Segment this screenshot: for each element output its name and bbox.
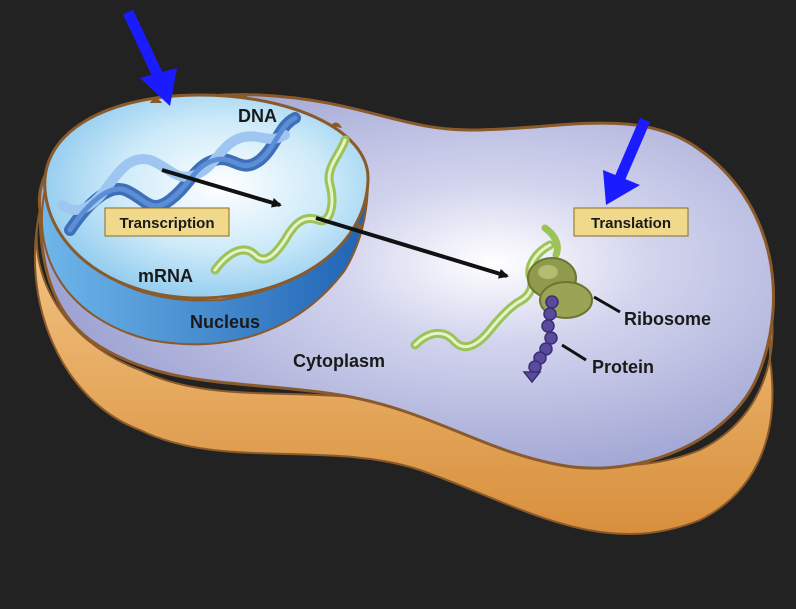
protein-label: Protein [592, 357, 654, 377]
cell-side [33, 209, 774, 535]
transcription-label: Transcription [119, 215, 214, 232]
blue-pointer-arrow-icon [603, 117, 651, 205]
black-flow-arrow-icon [161, 168, 282, 208]
protein-leader-line [561, 343, 587, 362]
nuclear-pore [236, 93, 248, 98]
nuclear-pore [330, 122, 342, 128]
ribosome-label: Ribosome [624, 309, 711, 329]
mrna-highlight [213, 138, 347, 272]
protein-chain-icon [522, 295, 559, 384]
black-flow-arrow-icon [315, 216, 509, 279]
blue-pointer-arrow-icon [123, 9, 177, 106]
nuclear-pore [150, 98, 162, 103]
translation-label: Translation [591, 215, 671, 232]
nucleus-label: Nucleus [190, 312, 260, 332]
ribosome-leader-line [593, 295, 621, 314]
translation-label-box [573, 207, 689, 237]
dna-label: DNA [238, 106, 277, 126]
cytoplasm-label: Cytoplasm [293, 351, 385, 371]
nucleus [43, 93, 370, 300]
mrna-label: mRNA [138, 266, 193, 286]
transcription-label-box [104, 207, 230, 237]
mrna-strand-icon [541, 224, 561, 259]
